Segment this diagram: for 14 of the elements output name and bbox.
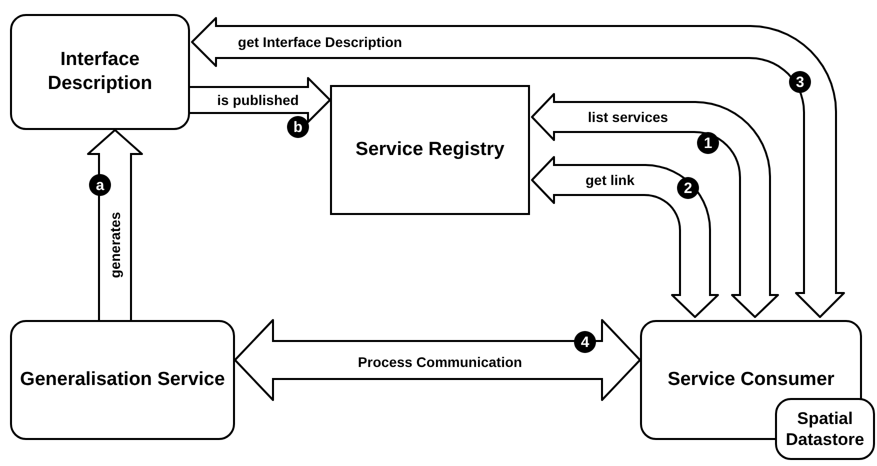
process-box: Generalisation Service [10,320,235,440]
callout-number: b [287,116,309,138]
callout-number: 4 [574,331,596,353]
callout-number: 1 [697,132,719,154]
edge-label: generates [108,212,122,278]
callout-number: a [89,174,111,196]
process-box: Spatial Datastore [775,398,875,460]
registry-box: Service Registry [330,85,530,215]
edge-label: list services [588,110,668,124]
edge-label: Process Communication [358,355,522,369]
edge-label: is published [217,93,299,107]
edge-label: get Interface Description [238,35,402,49]
edge-label: get link [586,173,634,187]
process-box: Interface Description [10,14,190,130]
